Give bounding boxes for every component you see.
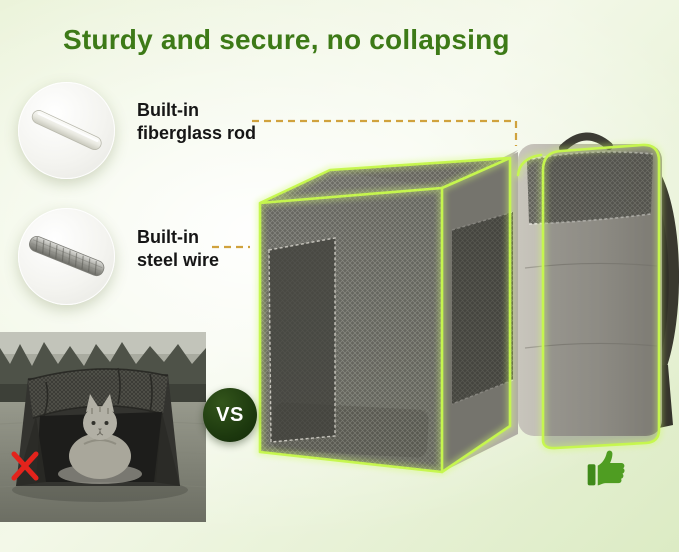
callout-line: Built-in [137,100,199,120]
callout-label-steel: Built-in steel wire [137,226,219,273]
collapsed-carrier [16,367,180,486]
vs-badge: VS [203,388,257,442]
mesh-box [260,158,510,472]
fiberglass-rod-icon [18,82,115,179]
callout-label-fiberglass: Built-in fiberglass rod [137,99,256,146]
reject-x-icon [11,451,39,481]
vs-label: VS [216,403,244,426]
backpack-body [518,132,679,449]
mesh-door [269,238,335,442]
page-title: Sturdy and secure, no collapsing [63,24,510,55]
steel-wire-icon [18,208,115,305]
sky [0,332,206,354]
product-photo-collapsed-carrier [0,332,206,522]
carry-handle [559,132,613,152]
callout-line: fiberglass rod [137,123,257,144]
thumbs-up-icon [587,450,625,486]
fiberglass-rod-graphic [31,110,102,151]
callout-line: Built-in [137,227,199,247]
steel-wire-graphic [29,235,105,277]
callout-line: steel wire [137,250,220,271]
product-photo-expanded-carrier [225,132,679,500]
cat-illustration [69,394,131,479]
